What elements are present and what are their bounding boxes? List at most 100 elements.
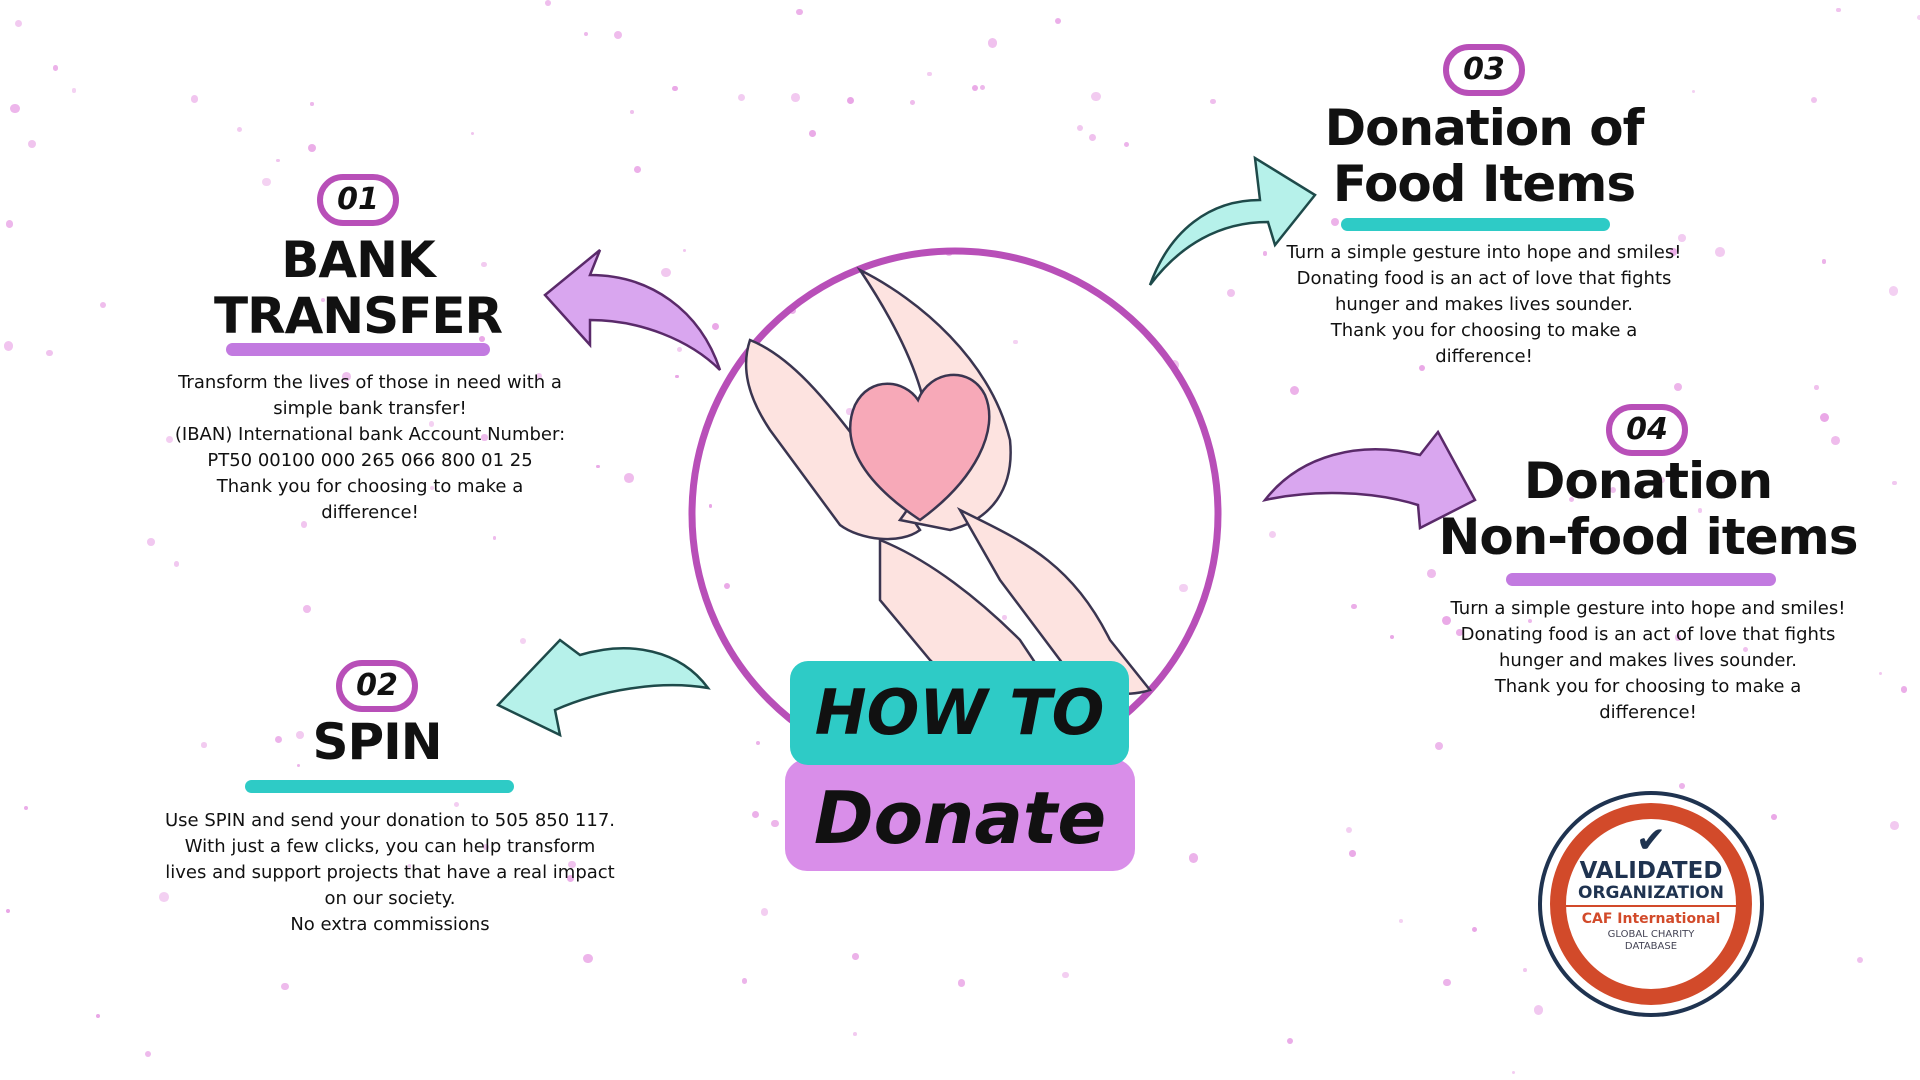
confetti-dot — [303, 605, 312, 613]
confetti-dot — [28, 140, 36, 149]
confetti-dot — [1441, 615, 1451, 625]
confetti-dot — [1528, 618, 1533, 623]
donate-banner: Donate — [785, 759, 1135, 871]
step-01-number: 01 — [317, 174, 399, 226]
confetti-dot — [957, 978, 966, 987]
confetti-dot — [672, 86, 678, 92]
confetti-dot — [1900, 685, 1908, 693]
confetti-dot — [1609, 486, 1616, 493]
confetti-dot — [987, 37, 998, 48]
confetti-dot — [481, 261, 487, 268]
description-line: difference! — [1435, 346, 1533, 367]
confetti-dot — [1398, 919, 1403, 924]
confetti-dot — [809, 129, 817, 137]
confetti-dot — [275, 736, 283, 744]
confetti-dot — [1262, 251, 1267, 256]
confetti-dot — [737, 94, 746, 102]
title-line: BANK — [281, 231, 435, 289]
confetti-dot — [568, 860, 576, 869]
confetti-dot — [429, 486, 434, 491]
description-line: Thank you for choosing to make a — [216, 476, 524, 497]
confetti-dot — [1771, 814, 1777, 820]
confetti-dot — [1674, 634, 1682, 641]
confetti-dot — [1418, 364, 1425, 371]
arrow-step4-icon — [1261, 429, 1477, 530]
confetti-dot — [1917, 15, 1920, 21]
confetti-dot — [1821, 259, 1827, 264]
step-03-number: 03 — [1443, 44, 1525, 96]
confetti-dot — [173, 561, 180, 567]
how-to-banner: HOW TO — [790, 661, 1129, 765]
confetti-dot — [1002, 614, 1007, 620]
confetti-dot — [5, 219, 14, 228]
confetti-dot — [1227, 289, 1236, 298]
step-04-number: 04 — [1606, 404, 1688, 456]
confetti-dot — [493, 536, 497, 540]
confetti-dot — [520, 638, 526, 645]
step-01-underline — [226, 343, 490, 356]
description-line: lives and support projects that have a r… — [165, 862, 615, 883]
confetti-dot — [544, 0, 551, 6]
confetti-dot — [281, 982, 289, 991]
confetti-dot — [1088, 133, 1096, 141]
confetti-dot — [307, 144, 316, 153]
step-02-number: 02 — [336, 660, 418, 712]
step-02-underline — [245, 780, 514, 793]
confetti-dot — [677, 346, 683, 352]
confetti-dot — [1715, 247, 1726, 258]
badge-line: CAF International — [1581, 911, 1721, 927]
confetti-dot — [1533, 1004, 1544, 1015]
heart-icon — [849, 373, 991, 522]
confetti-dot — [479, 336, 486, 343]
confetti-dot — [310, 102, 314, 106]
confetti-dot — [1471, 927, 1477, 932]
confetti-dot — [237, 127, 243, 133]
step-03-underline — [1341, 218, 1610, 231]
confetti-dot — [471, 131, 475, 135]
confetti-dot — [630, 110, 634, 114]
confetti-dot — [535, 372, 543, 380]
confetti-dot — [276, 158, 280, 163]
confetti-dot — [1831, 435, 1841, 445]
confetti-dot — [1814, 385, 1819, 390]
confetti-dot — [1892, 481, 1897, 486]
confetti-dot — [1522, 967, 1527, 972]
confetti-dot — [1678, 783, 1685, 790]
confetti-dot — [262, 177, 271, 187]
confetti-dot — [852, 953, 859, 960]
confetti-dot — [791, 93, 800, 102]
description-line: (IBAN) International bank Account Number… — [174, 424, 566, 445]
confetti-dot — [1678, 234, 1686, 242]
confetti-dot — [1389, 635, 1394, 640]
confetti-dot — [1076, 124, 1084, 132]
confetti-dot — [1062, 972, 1069, 979]
confetti-dot — [407, 863, 412, 868]
confetti-dot — [342, 371, 352, 381]
confetti-dot — [724, 583, 731, 590]
confetti-dot — [52, 65, 59, 71]
confetti-dot — [1188, 853, 1199, 863]
confetti-dot — [852, 1032, 857, 1036]
confetti-dot — [1697, 508, 1703, 514]
confetti-dot — [1055, 18, 1062, 25]
confetti-dot — [614, 31, 623, 40]
description-line: simple bank transfer! — [273, 398, 467, 419]
title-line: Donation — [1523, 452, 1773, 510]
confetti-dot — [296, 763, 300, 767]
confetti-dot — [1658, 476, 1665, 483]
confetti-dot — [661, 267, 671, 277]
badge-line: VALIDATED — [1579, 858, 1723, 884]
confetti-dot — [147, 538, 155, 547]
description-line: Use SPIN and send your donation to 505 8… — [164, 810, 616, 831]
step-02-description: Use SPIN and send your donation to 505 8… — [100, 808, 680, 938]
confetti-dot — [682, 248, 687, 253]
confetti-dot — [755, 740, 761, 746]
confetti-dot — [1287, 1037, 1294, 1044]
confetti-dot — [711, 322, 719, 331]
confetti-dot — [927, 71, 932, 77]
confetti-dot — [321, 297, 326, 302]
confetti-dot — [3, 341, 14, 351]
confetti-dot — [1434, 741, 1444, 751]
